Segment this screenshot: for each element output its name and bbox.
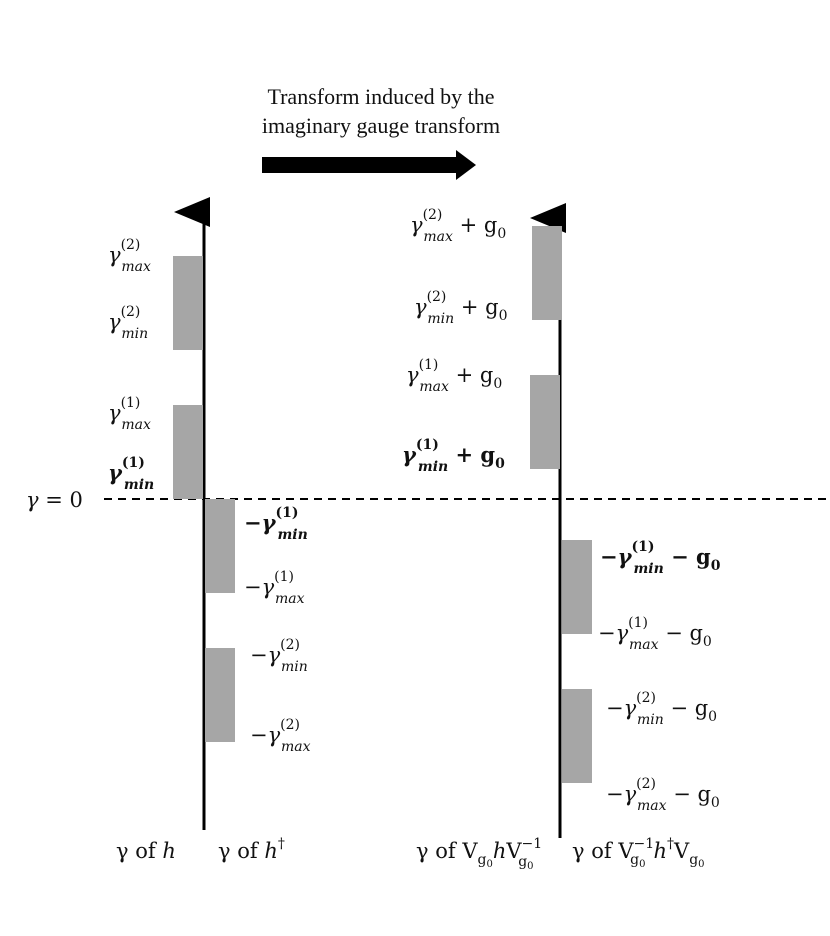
right-label-neg-gamma1-max-minus-g0: −γ(1)max − g0 xyxy=(598,615,712,653)
transform-arrow xyxy=(262,150,476,180)
left-label-gamma1-max: γ(1)max xyxy=(108,395,151,433)
left-label-neg-gamma2-max: −γ(2)max xyxy=(250,717,311,755)
right-label-gamma1-min-plus-g0: γ(1)min + g0 xyxy=(402,437,505,475)
right-bar-gamma1-shifted xyxy=(530,375,560,469)
left-label-gamma2-max: γ(2)max xyxy=(108,237,151,275)
right-label-neg-gamma2-max-minus-g0: −γ(2)max − g0 xyxy=(606,776,720,814)
left-caption-h: γ of h xyxy=(116,839,176,863)
right-label-gamma1-max-plus-g0: γ(1)max + g0 xyxy=(406,357,502,395)
left-caption-h-dagger: γ of h† xyxy=(218,836,285,863)
left-label-gamma2-min: γ(2)min xyxy=(108,304,148,342)
right-bar-neg-gamma2-shifted xyxy=(562,689,592,783)
header-line-1: Transform induced by the xyxy=(267,84,494,109)
right-label-neg-gamma2-min-minus-g0: −γ(2)min − g0 xyxy=(606,690,717,728)
left-label-neg-gamma1-min: −γ(1)min xyxy=(244,505,308,543)
right-label-gamma2-max-plus-g0: γ(2)max + g0 xyxy=(410,207,506,245)
right-label-neg-gamma1-min-minus-g0: −γ(1)min − g0 xyxy=(600,539,721,577)
header-line-2: imaginary gauge transform xyxy=(262,113,500,138)
zero-label: γ = 0 xyxy=(26,488,83,512)
left-label-gamma1-min: γ(1)min xyxy=(108,455,154,493)
left-bar-neg-gamma2 xyxy=(205,648,235,742)
left-bar-neg-gamma1 xyxy=(205,499,235,593)
left-label-neg-gamma1-max: −γ(1)max xyxy=(244,569,305,607)
left-label-neg-gamma2-min: −γ(2)min xyxy=(250,637,308,675)
left-bar-gamma2 xyxy=(173,256,203,350)
right-label-gamma2-min-plus-g0: γ(2)min + g0 xyxy=(414,289,508,327)
left-bar-gamma1 xyxy=(173,405,203,499)
right-bar-neg-gamma1-shifted xyxy=(562,540,592,634)
right-bar-gamma2-shifted xyxy=(532,226,562,320)
